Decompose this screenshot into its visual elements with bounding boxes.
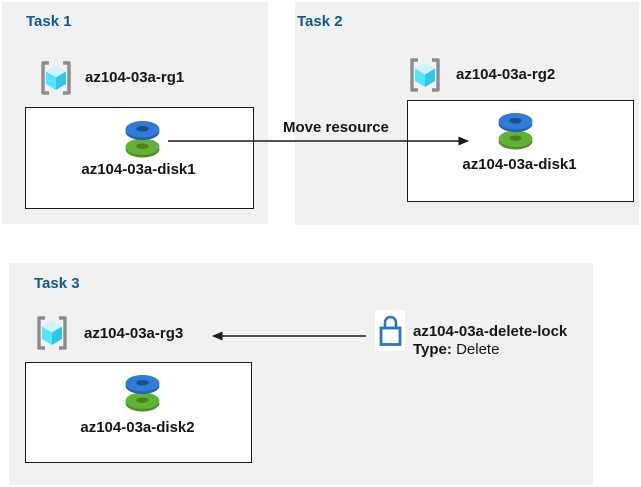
- task1-title: Task 1: [26, 13, 72, 30]
- lock-type-key: Type:: [413, 341, 452, 358]
- lock-icon: [379, 315, 402, 346]
- rg3-label: az104-03a-rg3: [84, 325, 184, 342]
- disk1-label: az104-03a-disk1: [81, 161, 196, 178]
- lock-type-value: Delete: [456, 341, 500, 358]
- rg1-label: az104-03a-rg1: [85, 69, 185, 86]
- task3-title: Task 3: [34, 275, 80, 292]
- lock-type-line: Type: Delete: [413, 341, 499, 358]
- task2-title: Task 2: [297, 13, 343, 30]
- disk2-label: az104-03a-disk1: [462, 156, 577, 173]
- disk3-label: az104-03a-disk2: [80, 419, 195, 436]
- resource-group-icon: [410, 58, 440, 92]
- disk-icon: [125, 375, 160, 412]
- lock-name-label: az104-03a-delete-lock: [413, 323, 568, 340]
- resource-group-icon: [37, 316, 67, 350]
- disk-icon: [125, 121, 160, 158]
- resource-group-icon: [41, 61, 71, 95]
- rg2-label: az104-03a-rg2: [456, 66, 556, 83]
- move-resource-label: Move resource: [283, 119, 389, 136]
- disk-icon: [498, 113, 533, 150]
